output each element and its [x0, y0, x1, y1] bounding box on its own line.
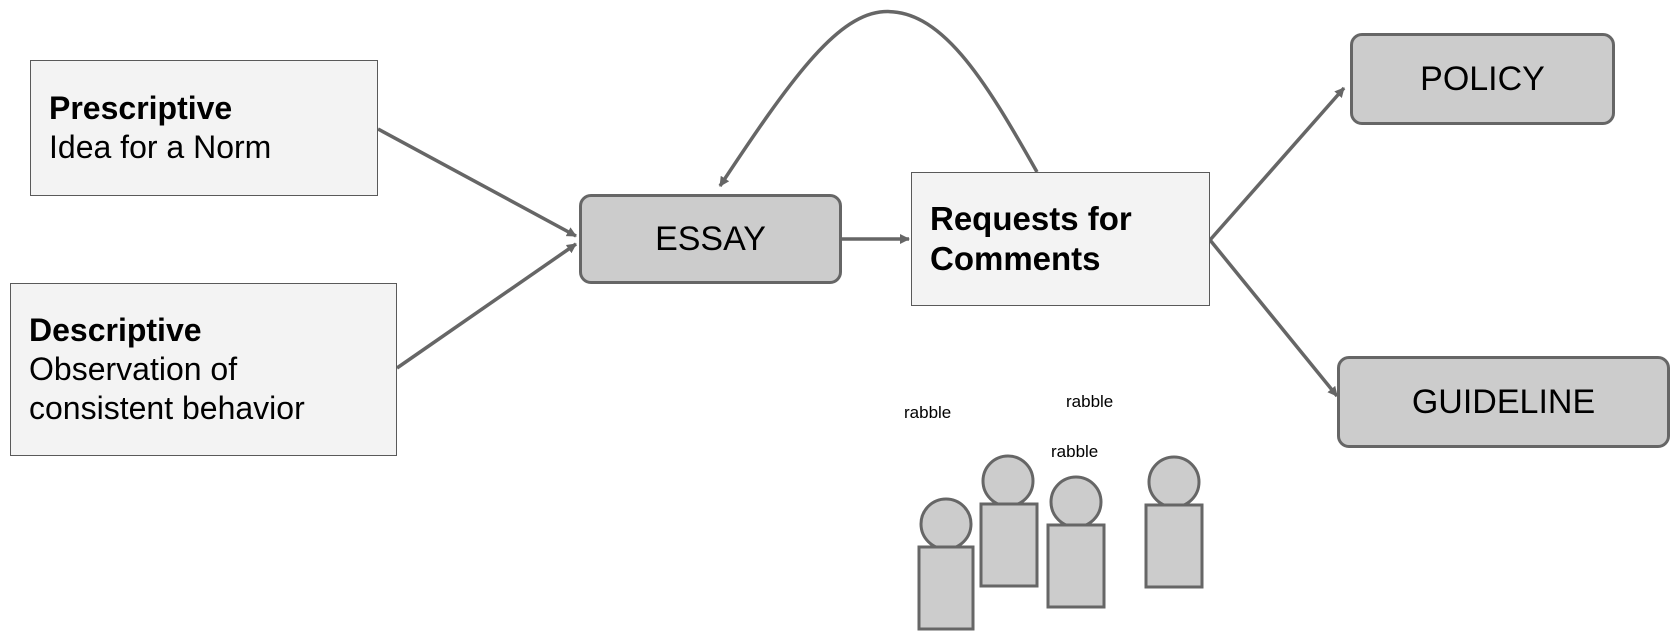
policy-label: POLICY: [1420, 59, 1545, 98]
arrow-descriptive-to-essay: [396, 242, 577, 370]
descriptive-line-2: consistent behavior: [29, 390, 305, 426]
rabble-label: rabble: [1051, 442, 1099, 461]
person-figure: [917, 497, 975, 631]
rfc-line-2: Comments: [930, 240, 1101, 277]
arrow-rfc-to-policy: [1208, 86, 1346, 242]
essay-label: ESSAY: [655, 219, 766, 258]
rabble-label: rabble: [1066, 392, 1114, 411]
rabble-label: rabble: [904, 403, 952, 422]
prescriptive-box: Prescriptive Idea for a Norm: [30, 60, 378, 196]
prescriptive-subtitle: Idea for a Norm: [49, 129, 272, 165]
person-figure: [1046, 475, 1106, 609]
descriptive-line-1: Observation of: [29, 351, 238, 387]
policy-node: POLICY: [1350, 33, 1615, 125]
arrow-rfc-to-guideline: [1208, 238, 1339, 398]
rfc-box: Requests for Comments: [911, 172, 1210, 306]
arrow-rfc-loop-to-essay: [718, 9, 1039, 187]
prescriptive-title: Prescriptive: [49, 90, 233, 126]
descriptive-box: Descriptive Observation of consistent be…: [10, 283, 397, 456]
crowd-figures: [917, 454, 1204, 631]
person-figure: [1144, 455, 1204, 589]
descriptive-title: Descriptive: [29, 312, 202, 348]
rfc-line-1: Requests for: [930, 200, 1132, 237]
person-figure: [979, 454, 1039, 588]
essay-node: ESSAY: [579, 194, 842, 284]
guideline-label: GUIDELINE: [1411, 382, 1596, 421]
guideline-node: GUIDELINE: [1337, 356, 1670, 448]
arrow-prescriptive-to-essay: [377, 127, 577, 238]
